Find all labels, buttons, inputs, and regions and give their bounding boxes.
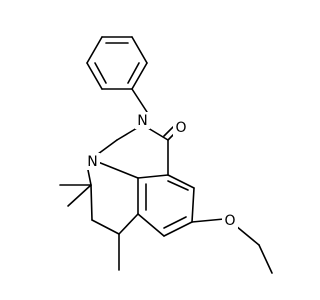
phenyl-inner-bond-2: [127, 62, 140, 84]
ring-bond-1: [137, 174, 169, 179]
molecule-canvas: N N O O: [59, 36, 273, 274]
ring-bond-4: [163, 221, 193, 237]
atom-o-ether-text: O: [224, 213, 235, 229]
atom-n-amine-text: N: [87, 154, 97, 170]
atom-label-o-ether: O: [222, 212, 238, 229]
ring-bond-5: [191, 187, 195, 223]
atom-n-amide-text: N: [137, 113, 147, 129]
aryl-o-bond: [191, 218, 225, 223]
ring-inner-bond-3: [167, 180, 189, 191]
chemical-structure-diagram: N N O O: [59, 36, 273, 274]
ring-ch2-bond: [90, 184, 93, 221]
phenyl-bond-6: [86, 36, 103, 64]
phenyl-inner-bond-3: [94, 62, 107, 84]
benzyl-ch2-bond: [131, 88, 148, 113]
ch2-ch3-bond: [258, 244, 273, 274]
phenyl-bond-3: [131, 62, 148, 90]
atom-label-n-amine: N: [85, 153, 100, 170]
ch2-n-bond: [97, 139, 118, 155]
ch-aryl-bond: [118, 213, 139, 235]
ring-inner-bond-2: [163, 216, 187, 229]
amine-ring-bond: [97, 161, 139, 179]
atom-o-carbonyl-text: O: [175, 120, 186, 136]
ring-bond-3: [137, 213, 165, 237]
atom-label-n-amide: N: [135, 112, 150, 129]
atom-label-o-carbonyl: O: [173, 119, 189, 136]
n-ch2-bond: [116, 127, 138, 141]
o-ch2-bond: [235, 225, 260, 246]
phenyl-bond-5: [86, 62, 103, 90]
n-carbonyl-bond: [147, 127, 169, 141]
gem-methyl-2: [67, 184, 92, 207]
amine-cq-bond: [87, 169, 92, 186]
phenyl-bond-2: [131, 36, 148, 64]
ring-bond-6: [167, 174, 195, 189]
ch2-ch-bond: [91, 219, 120, 235]
carbonyl-bond-b: [163, 126, 174, 137]
